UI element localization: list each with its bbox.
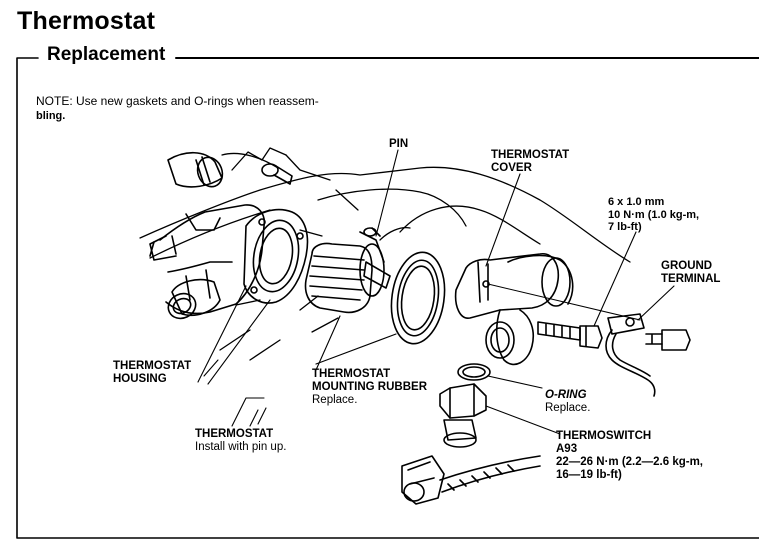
thermostat-note: Install with pin up.: [195, 441, 287, 453]
thermostat-housing-label: THERMOSTAT HOUSING: [113, 360, 191, 386]
note-line-1: NOTE: Use new gaskets and O-rings when r…: [36, 94, 319, 108]
ground-terminal-line2: TERMINAL: [661, 273, 721, 285]
ground-terminal: [605, 313, 656, 397]
thermostat-label: THERMOSTAT Install with pin up.: [195, 428, 286, 454]
thermostat-cover-label-line1: THERMOSTAT: [491, 149, 570, 161]
page-frame: [16, 57, 759, 539]
section-title: Replacement: [43, 44, 170, 66]
thermostat-housing-line1: THERMOSTAT: [113, 360, 192, 372]
engine-block: [139, 147, 631, 361]
thermoswitch-spec2: 16—19 lb-ft): [556, 469, 622, 481]
ground-terminal-line1: GROUND: [661, 260, 713, 272]
o-ring-part: [457, 363, 491, 381]
thermoswitch-name: THERMOSWITCH: [556, 430, 652, 442]
page-title: Thermostat: [17, 7, 156, 35]
thermoswitch-spec1: 22—26 N·m (2.2—2.6 kg-m,: [556, 456, 704, 468]
thermostat-part: [304, 227, 391, 314]
wire-connector: [401, 455, 541, 505]
mounting-rubber: [390, 251, 446, 345]
thermostat-housing: [149, 204, 309, 320]
thermostat-cover: [454, 253, 641, 366]
pin-label: PIN: [389, 138, 409, 150]
o-ring-label: O-RING Replace.: [545, 389, 590, 415]
thermostat-housing-line2: HOUSING: [113, 373, 167, 385]
leader-lines: [197, 149, 675, 435]
thermoswitch-label: THERMOSWITCH A93 22—26 N·m (2.2—2.6 kg-m…: [556, 430, 703, 482]
upper-hose: [167, 151, 224, 188]
thermostat-cover-label: THERMOSTAT COVER: [491, 149, 569, 175]
bolt-torque-spec: 6 x 1.0 mm 10 N·m (1.0 kg-m, 7 lb-ft): [608, 196, 699, 234]
thermostat-cover-label-line2: COVER: [491, 162, 532, 174]
bolt-spec-line2: 10 N·m (1.0 kg-m,: [608, 208, 700, 221]
thermostat-name: THERMOSTAT: [195, 428, 274, 440]
housing-bolt: [261, 163, 293, 185]
cover-bolts: [537, 321, 691, 351]
fan-icon: [711, 1, 749, 39]
ground-terminal-label: GROUND TERMINAL: [661, 260, 720, 286]
mounting-rubber-label: THERMOSTAT MOUNTING RUBBER Replace.: [312, 368, 427, 407]
thermoswitch-part: [439, 383, 487, 448]
note-line-2: bling.: [36, 110, 66, 122]
o-ring-name: O-RING: [545, 389, 587, 401]
mounting-rubber-line2: MOUNTING RUBBER: [312, 381, 427, 393]
bolt-spec-line1: 6 x 1.0 mm: [608, 196, 665, 208]
mounting-rubber-note: Replace.: [312, 394, 358, 406]
o-ring-note: Replace.: [545, 402, 591, 414]
reassembly-note: NOTE: Use new gaskets and O-rings when r…: [36, 94, 396, 123]
thermoswitch-code: A93: [556, 443, 578, 455]
bolt-spec-line3: 7 lb-ft): [608, 221, 642, 233]
mounting-rubber-line1: THERMOSTAT: [312, 368, 391, 380]
section-badge: [701, 0, 759, 40]
